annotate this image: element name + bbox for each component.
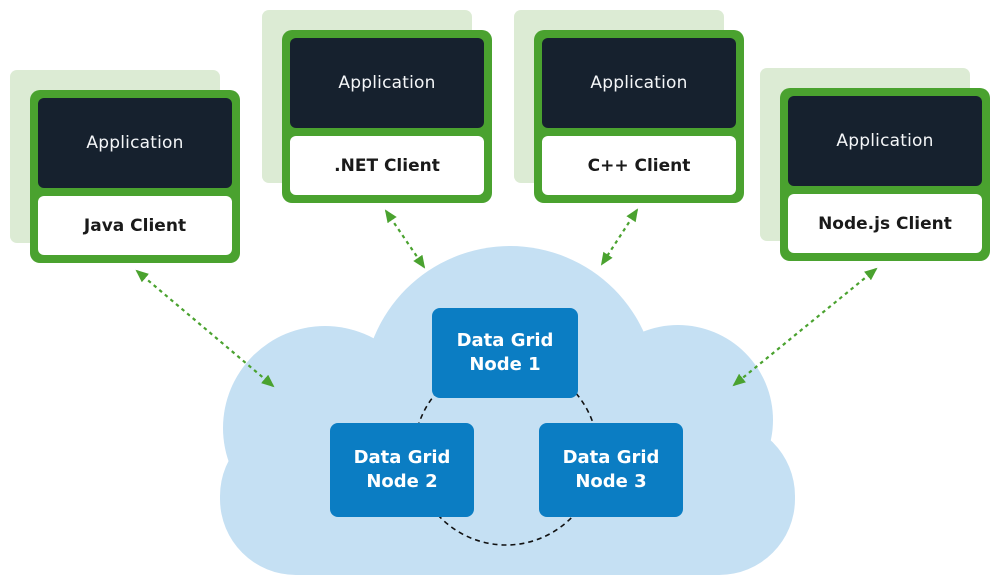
data-grid-node-1: Data Grid Node 1 <box>432 308 578 398</box>
client-card: Application Node.js Client <box>780 88 990 261</box>
bidirectional-arrow-dotnet-icon <box>384 209 426 269</box>
node-label-line1: Data Grid <box>353 447 451 469</box>
bidirectional-arrow-java-icon <box>135 269 275 388</box>
node-label-line1: Data Grid <box>456 330 554 352</box>
client-card-java: Application Java Client <box>10 70 240 266</box>
client-type-label: .NET Client <box>290 136 484 195</box>
client-card: Application .NET Client <box>282 30 492 203</box>
client-type-label: Node.js Client <box>788 194 982 253</box>
application-header: Application <box>542 38 736 128</box>
bidirectional-arrow-nodejs-icon <box>732 267 878 387</box>
application-header: Application <box>290 38 484 128</box>
client-type-label: Java Client <box>38 196 232 255</box>
client-type-label: C++ Client <box>542 136 736 195</box>
client-card-nodejs: Application Node.js Client <box>760 68 990 264</box>
client-card-cpp: Application C++ Client <box>514 10 744 206</box>
node-label-line2: Node 3 <box>575 471 647 492</box>
node-label-line2: Node 1 <box>469 354 541 375</box>
data-grid-node-3: Data Grid Node 3 <box>539 423 683 517</box>
node-label-line1: Data Grid <box>562 447 660 469</box>
application-header: Application <box>788 96 982 186</box>
bidirectional-arrow-cpp-icon <box>600 208 639 266</box>
node-label-line2: Node 2 <box>366 471 438 492</box>
data-grid-node-2: Data Grid Node 2 <box>330 423 474 517</box>
client-card: Application C++ Client <box>534 30 744 203</box>
client-card-dotnet: Application .NET Client <box>262 10 492 206</box>
client-card: Application Java Client <box>30 90 240 263</box>
application-header: Application <box>38 98 232 188</box>
cloud-shape <box>220 246 795 575</box>
